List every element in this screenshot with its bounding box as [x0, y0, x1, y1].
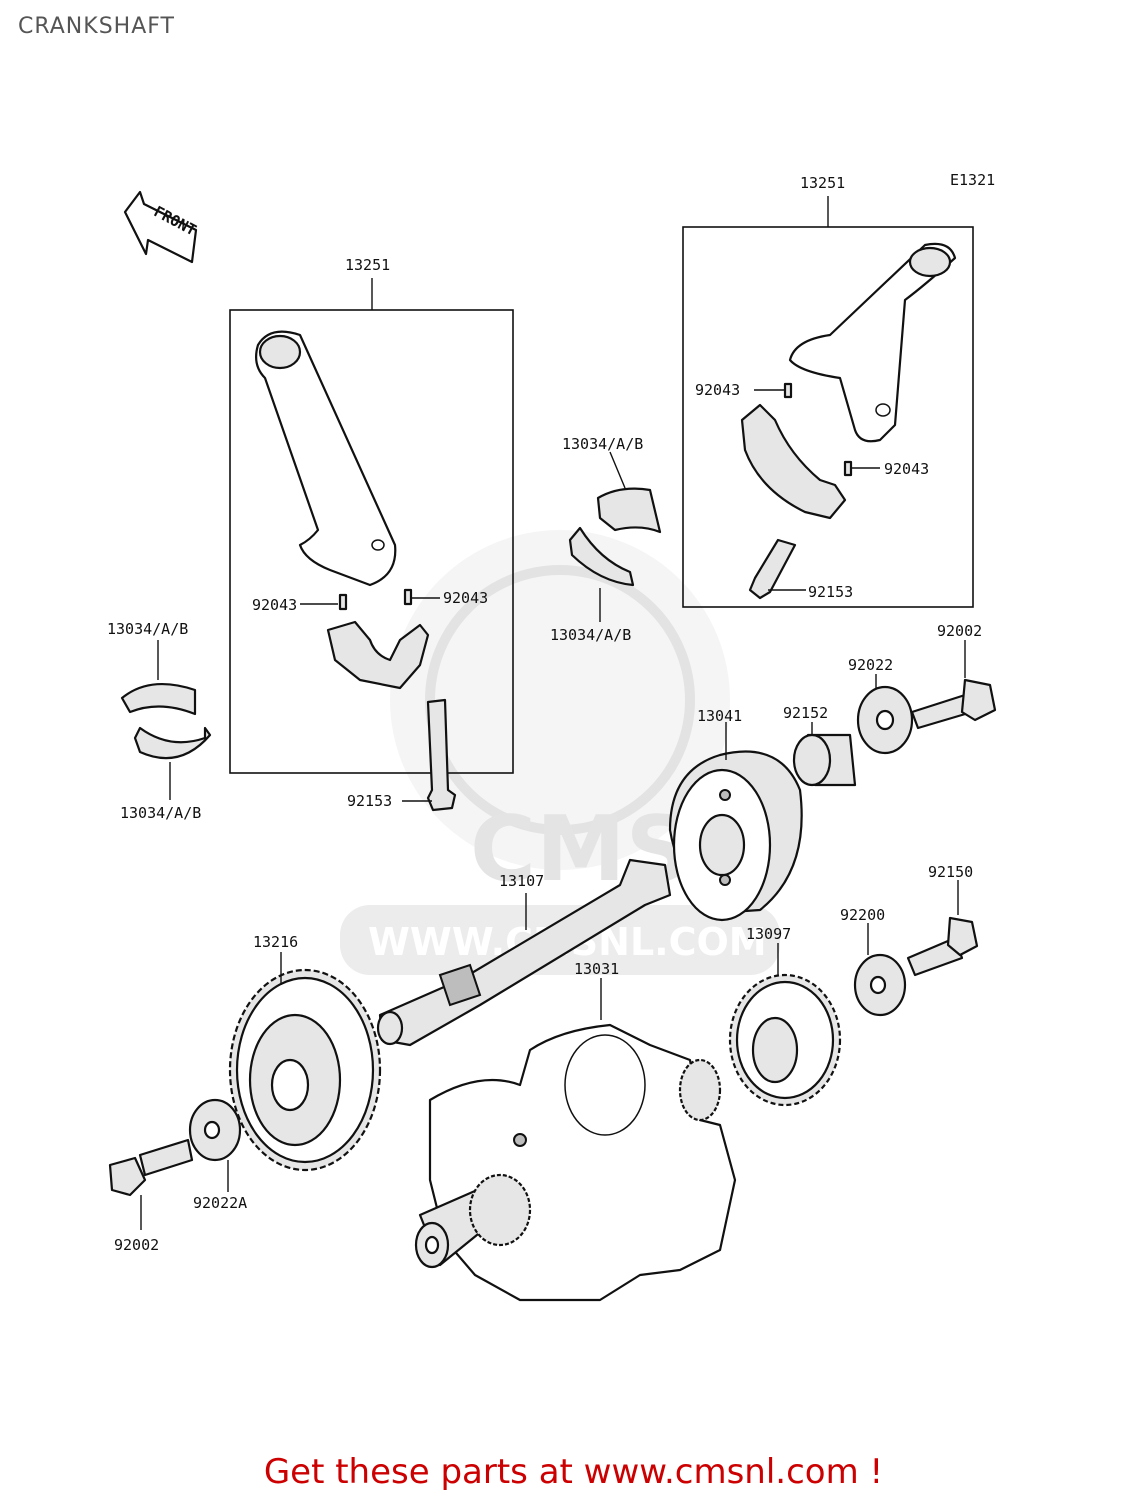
callout-13251-right[interactable]: 13251 — [800, 174, 845, 192]
callout-13107[interactable]: 13107 — [499, 872, 544, 890]
callout-92022A[interactable]: 92022A — [193, 1194, 247, 1212]
conrod-assembly-right[interactable] — [682, 196, 974, 608]
bearing-shells-left[interactable] — [120, 640, 212, 800]
washer-92022A[interactable] — [188, 1098, 242, 1192]
callout-13034-mid-upper[interactable]: 13034/A/B — [562, 435, 643, 453]
bolt-92150[interactable] — [906, 880, 979, 977]
page-title: CRANKSHAFT — [18, 14, 175, 39]
bolt-right[interactable] — [748, 538, 797, 600]
callout-92200[interactable]: 92200 — [840, 906, 885, 924]
callout-13034-mid-lower[interactable]: 13034/A/B — [550, 626, 631, 644]
gear-13216[interactable] — [228, 952, 382, 1172]
callout-13097[interactable]: 13097 — [746, 925, 791, 943]
pin-icon-left-a[interactable] — [338, 593, 348, 611]
bolt-92002-top[interactable] — [910, 640, 997, 730]
pin-icon-right-b[interactable] — [843, 460, 853, 477]
conrod-cap-right[interactable] — [740, 403, 847, 520]
front-direction-arrow: FRONT — [123, 190, 199, 264]
bearing-shells-mid[interactable] — [568, 451, 662, 622]
callout-13031[interactable]: 13031 — [574, 960, 619, 978]
callout-92043-left-a[interactable]: 92043 — [252, 596, 297, 614]
callout-13251-left[interactable]: 13251 — [345, 256, 390, 274]
conrod-assembly-left[interactable] — [229, 278, 514, 812]
callout-92150[interactable]: 92150 — [928, 863, 973, 881]
callout-92002-bottom[interactable]: 92002 — [114, 1236, 159, 1254]
rotor-13041[interactable] — [668, 722, 803, 922]
callout-13034-left-lower[interactable]: 13034/A/B — [120, 804, 201, 822]
callout-92043-right-b[interactable]: 92043 — [884, 460, 929, 478]
callout-92022[interactable]: 92022 — [848, 656, 893, 674]
callout-92043-right-a[interactable]: 92043 — [695, 381, 740, 399]
callout-92153-left[interactable]: 92153 — [347, 792, 392, 810]
callout-13216[interactable]: 13216 — [253, 933, 298, 951]
callout-92002-top[interactable]: 92002 — [937, 622, 982, 640]
callout-13041[interactable]: 13041 — [697, 707, 742, 725]
gear-13097[interactable] — [728, 943, 842, 1107]
crankshaft-13031[interactable] — [414, 978, 737, 1302]
conrod-left[interactable] — [255, 330, 397, 587]
callout-92152[interactable]: 92152 — [783, 704, 828, 722]
pin-icon-left-b[interactable] — [403, 588, 413, 606]
parts-diagram: CMS WWW.CMSNL.COM FRONT E1321 13251 9204… — [107, 171, 997, 1302]
washer-92022[interactable] — [856, 674, 914, 755]
watermark: CMS WWW.CMSNL.COM — [340, 530, 780, 975]
collar-92152[interactable] — [792, 722, 857, 787]
conrod-right[interactable] — [788, 242, 957, 443]
callout-92153-right[interactable]: 92153 — [808, 583, 853, 601]
shaft-13107[interactable] — [376, 858, 672, 1047]
ref-code: E1321 — [950, 171, 995, 189]
conrod-cap-left[interactable] — [326, 620, 430, 690]
callout-92043-left-b[interactable]: 92043 — [443, 589, 488, 607]
bolt-left[interactable] — [426, 698, 457, 812]
bolt-92002-bottom[interactable] — [108, 1138, 194, 1230]
footer-cta-link[interactable]: Get these parts at www.cmsnl.com ! — [263, 1452, 884, 1492]
washer-92200[interactable] — [853, 923, 907, 1017]
callout-13034-left-upper[interactable]: 13034/A/B — [107, 620, 188, 638]
